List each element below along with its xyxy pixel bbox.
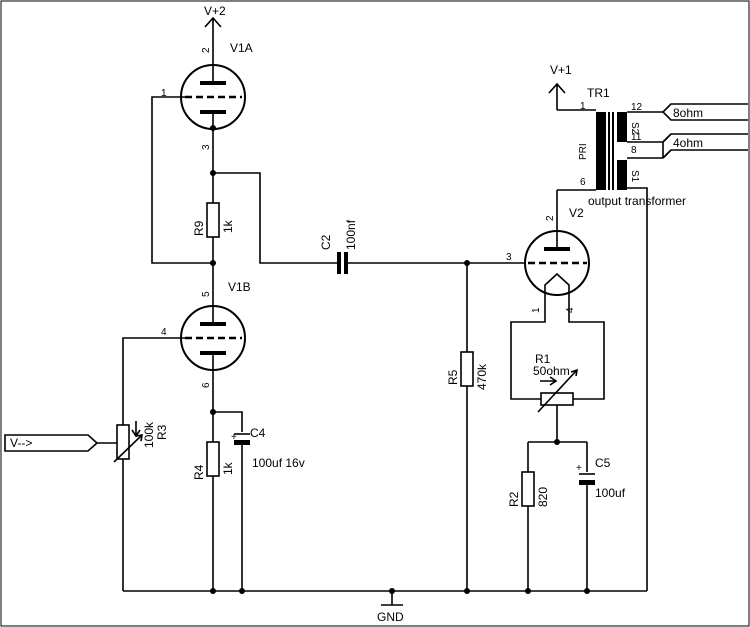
potentiometer-r3[interactable]: [113, 421, 143, 463]
tr1-pin-11: 11: [631, 132, 642, 143]
tube-v1a[interactable]: [180, 45, 246, 130]
v1a-pin-2: 2: [201, 47, 212, 53]
output-8ohm[interactable]: [661, 103, 748, 121]
wire-primary: [557, 109, 596, 191]
v2-pin-1: 1: [531, 307, 542, 313]
supply-v2: V+2: [204, 4, 226, 45]
c5-name: C5: [595, 456, 611, 470]
c5-value: 100uf: [595, 486, 626, 500]
v1a-pin-1: 1: [161, 88, 167, 99]
r4-name: R4: [192, 464, 206, 480]
v1b-pin-5: 5: [201, 291, 212, 297]
supply-v2-label: V+2: [204, 4, 226, 18]
resistor-r4[interactable]: [206, 441, 220, 477]
tap-4ohm-label: 4ohm: [673, 136, 703, 150]
output-4ohm[interactable]: [662, 133, 748, 159]
c4-value: 100uf 16v: [252, 456, 305, 470]
transformer-tr1[interactable]: [596, 112, 627, 190]
v2-label: V2: [569, 206, 584, 220]
potentiometer-r1[interactable]: [537, 368, 579, 413]
v1b-pin-4: 4: [161, 327, 167, 338]
capacitor-c2[interactable]: [337, 252, 348, 274]
input-connector[interactable]: [4, 434, 99, 452]
junction: [210, 125, 216, 131]
r5-name: R5: [446, 369, 460, 385]
wire-v1a-grid: [151, 96, 213, 264]
wire-to-c2: [213, 172, 337, 264]
c2-value: 100nf: [344, 219, 358, 250]
junction: [210, 409, 216, 415]
tr1-pin-1: 1: [580, 101, 586, 112]
v1a-label: V1A: [230, 41, 253, 55]
tap-8ohm-label: 8ohm: [673, 106, 703, 120]
r2-value: 820: [536, 487, 550, 507]
svg-text:+: +: [231, 432, 237, 443]
tr1-s1-label: S1: [629, 170, 640, 183]
r3-value: 100k: [142, 421, 156, 448]
v2-pin-2: 2: [545, 215, 556, 221]
supply-v1-label: V+1: [550, 63, 572, 77]
wire-c4: [213, 411, 243, 591]
supply-v1: V+1: [548, 63, 572, 110]
tr1-pin-12: 12: [631, 102, 643, 113]
resistor-r2[interactable]: [521, 471, 535, 507]
capacitor-c4[interactable]: +: [231, 432, 250, 445]
junction: [210, 260, 216, 266]
wire-heater-loop: [510, 295, 605, 400]
resistor-r9[interactable]: [206, 202, 220, 238]
gnd-label: GND: [377, 610, 404, 624]
v2-pin-3: 3: [506, 252, 512, 263]
junction: [210, 588, 216, 594]
junction: [554, 439, 560, 445]
c4-name: C4: [250, 426, 266, 440]
wire-v1b-grid: [122, 337, 185, 425]
tube-v1b[interactable]: [180, 305, 246, 371]
v1b-label: V1B: [228, 280, 251, 294]
r2-name: R2: [507, 491, 521, 507]
r5-value: 470k: [475, 363, 489, 390]
tr1-pin-8: 8: [631, 145, 637, 156]
tr1-s2-label: S2: [629, 122, 640, 135]
v1b-pin-6: 6: [201, 382, 212, 388]
ground-symbol: [381, 591, 403, 606]
tr1-name: TR1: [587, 86, 610, 100]
tr1-pin-6: 6: [580, 177, 586, 188]
tr1-pri-label: PRI: [578, 143, 589, 160]
r4-value: 1k: [221, 461, 235, 475]
wire-secondary: [627, 111, 663, 591]
capacitor-c5[interactable]: +: [576, 463, 595, 485]
v2-pin-4: 4: [565, 307, 576, 313]
r1-name: R1: [535, 352, 551, 366]
svg-text:+: +: [576, 463, 582, 474]
r1-value: 50ohm: [533, 364, 570, 378]
tube-v2[interactable]: [524, 190, 590, 296]
junction: [239, 588, 245, 594]
v1a-pin-3: 3: [201, 144, 212, 150]
c2-name: C2: [319, 234, 333, 250]
resistor-r5[interactable]: [460, 351, 474, 387]
r3-name: R3: [155, 424, 169, 440]
r9-name: R9: [192, 220, 206, 236]
tr1-desc: output transformer: [588, 194, 686, 208]
r9-value: 1k: [221, 219, 235, 233]
input-label: V-->: [10, 436, 32, 450]
